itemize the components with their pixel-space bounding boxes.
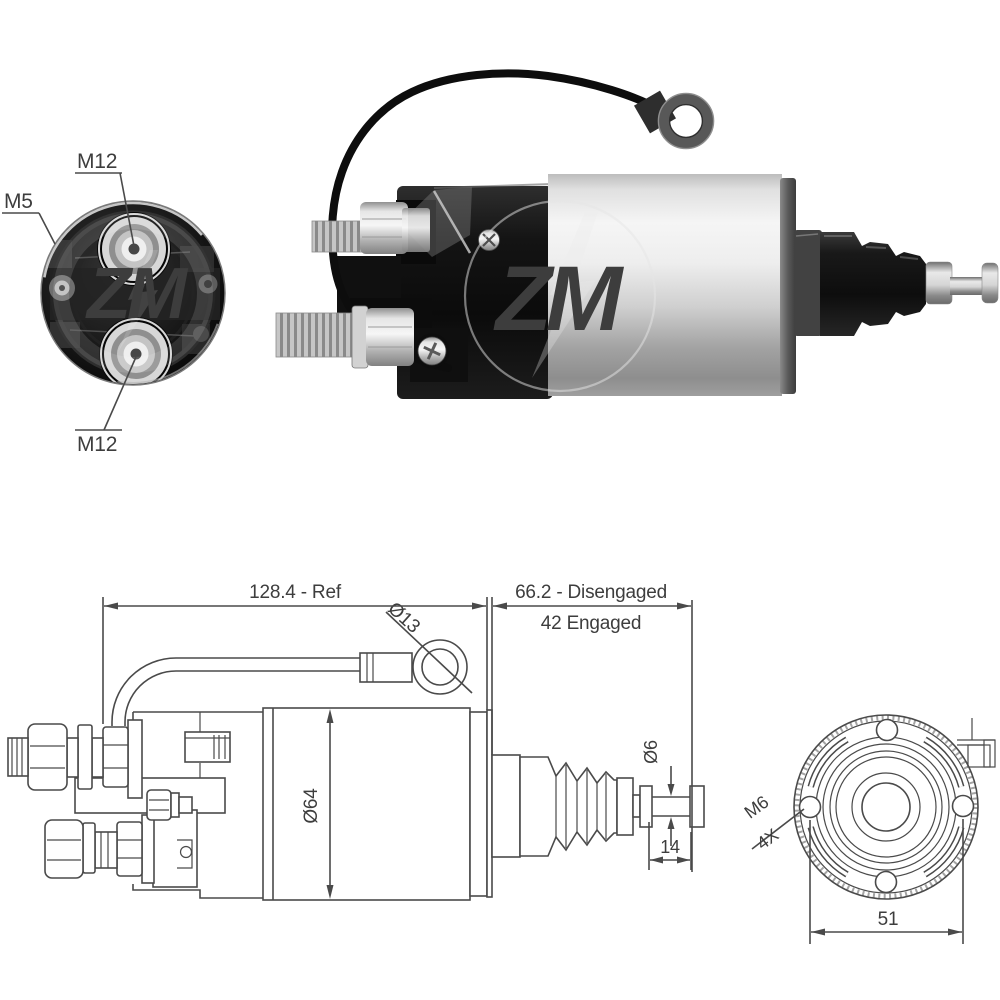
- dim-disengaged-label: 66.2 - Disengaged: [515, 582, 667, 603]
- drawing-middle-nut: [146, 789, 193, 821]
- drawing-stud-top: [7, 719, 143, 799]
- drawing-lead-wire: Ø13: [111, 598, 473, 726]
- label-m5: M5: [4, 190, 33, 213]
- housing-screw-top: [478, 229, 500, 251]
- side-view-drawing: Ø13: [7, 582, 705, 901]
- end-view-labels: M12 M5 M12: [2, 150, 137, 456]
- label-m12-top: M12: [77, 150, 117, 173]
- dim-body-diameter: Ø64: [301, 788, 322, 824]
- solenoid-can: [548, 174, 782, 396]
- dim-engaged-label: 42 Engaged: [541, 613, 642, 634]
- dim-ring-diameter: Ø13: [384, 598, 424, 637]
- watermark-zm-endview: ZM: [85, 254, 189, 334]
- dim-rod-length: 14: [660, 837, 680, 857]
- dim-hole-spacing-group: 51: [809, 819, 964, 944]
- drawing-spade-tab: [184, 731, 231, 763]
- dim-rod-diameter: Ø6: [641, 740, 661, 764]
- dim-hole-spacing: 51: [878, 909, 899, 930]
- dim-rod-diameter-group: Ø6: [641, 740, 675, 846]
- drawing-boot: [491, 754, 618, 858]
- front-view-drawing: M6 4X 51: [741, 714, 996, 944]
- lightning-bolt-icon: [118, 250, 158, 352]
- label-m12-bottom: M12: [77, 433, 117, 456]
- lightning-bolt-icon: [532, 212, 598, 378]
- mounting-holes: [798, 718, 975, 894]
- dim-rod-length-group: 14: [648, 822, 692, 870]
- boot-collar: [794, 230, 822, 336]
- dim-overall-group: 128.4 - Ref: [102, 582, 488, 724]
- housing-screw-bottom: [414, 333, 450, 369]
- dim-overall-label: 128.4 - Ref: [249, 582, 342, 603]
- front-view-tab: [957, 718, 996, 768]
- watermark-endview: ZM: [53, 213, 213, 373]
- end-view-terminal-top: [97, 212, 171, 286]
- label-m6: M6: [741, 792, 773, 823]
- dim-body-diameter-group: Ø64: [301, 709, 334, 899]
- ring-terminal: [657, 92, 715, 150]
- can-end-ring: [780, 178, 796, 394]
- side-view-photo: ZM: [275, 69, 999, 399]
- end-view-terminal-bottom: [99, 317, 173, 384]
- dim-stroke-group: 66.2 - Disengaged 42 Engaged: [491, 582, 693, 872]
- terminal-stud-bottom: [275, 305, 414, 369]
- end-view-photo: ZM: [40, 200, 226, 386]
- watermark-photo: ZM: [463, 199, 657, 393]
- drawing-body: [262, 707, 493, 901]
- drawing-plunger: [616, 777, 705, 836]
- end-view-small-stud: [49, 275, 75, 301]
- drawing-terminal-block: [7, 711, 263, 899]
- drawing-stud-bottom: [44, 809, 198, 888]
- rubber-boot: [820, 232, 926, 336]
- watermark-zm-photo: ZM: [493, 248, 625, 350]
- mounting-slots: [807, 736, 965, 878]
- terminal-stud-top: [311, 202, 430, 254]
- plunger-rod: [925, 261, 999, 305]
